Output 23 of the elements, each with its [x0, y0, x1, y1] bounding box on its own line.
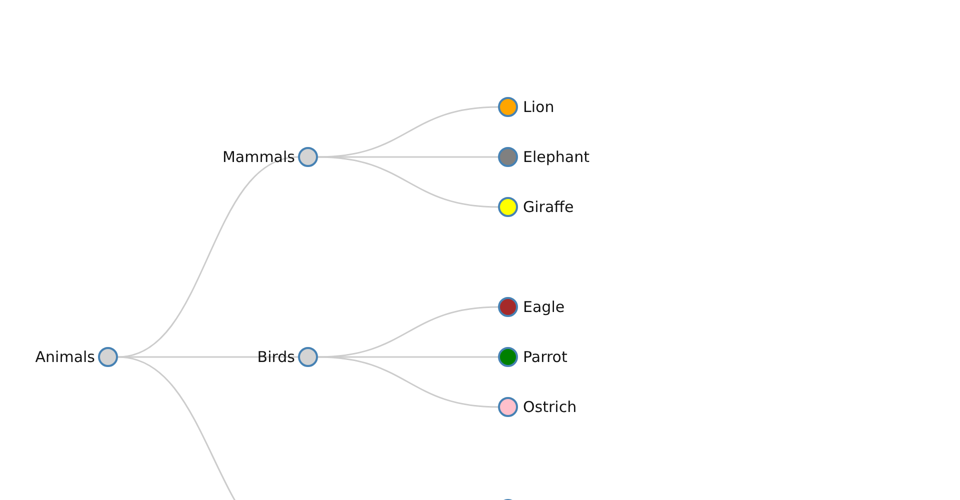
- node-label: Parrot: [523, 347, 568, 367]
- tree-node-circle: [498, 397, 518, 417]
- tree-node-circle: [298, 347, 318, 367]
- node-label: Eagle: [523, 297, 565, 317]
- node-label: Birds: [257, 347, 295, 367]
- node-label: Animals: [35, 347, 95, 367]
- tree-node-circle: [298, 147, 318, 167]
- node-label: Giraffe: [523, 197, 574, 217]
- link-line: [318, 156, 498, 208]
- node-label: Ostrich: [523, 397, 577, 417]
- tree-node-circle: [498, 347, 518, 367]
- link-line: [118, 156, 298, 358]
- tree-node-circle: [498, 197, 518, 217]
- link-line: [318, 306, 498, 358]
- tree-node-circle: [498, 97, 518, 117]
- node-label: Lion: [523, 97, 554, 117]
- tree-node-circle: [98, 347, 118, 367]
- link-line: [318, 106, 498, 158]
- link-line: [318, 356, 498, 408]
- tree-node-circle: [498, 147, 518, 167]
- node-label: Mammals: [222, 147, 295, 167]
- node-label: Elephant: [523, 147, 590, 167]
- tree-node-circle: [498, 297, 518, 317]
